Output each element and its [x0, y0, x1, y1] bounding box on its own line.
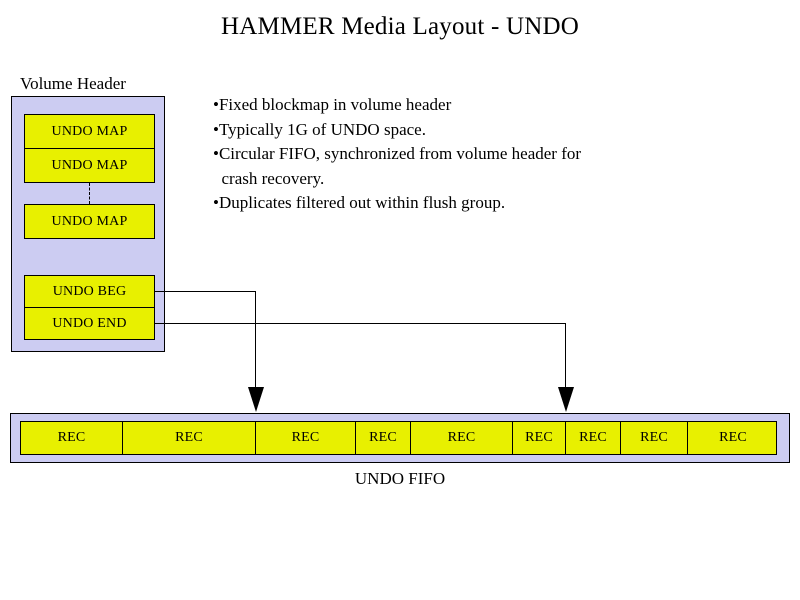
fifo-record-cell: REC: [21, 422, 123, 454]
undo-beg-block: UNDO BEG: [24, 275, 155, 308]
undo-end-arrow-icon: [558, 387, 574, 412]
notes-bullet-3: •Circular FIFO, synchronized from volume…: [213, 144, 582, 163]
page-title: HAMMER Media Layout - UNDO: [221, 13, 579, 40]
notes-bullet-1: •Fixed blockmap in volume header: [213, 95, 452, 114]
fifo-record-cell: REC: [566, 422, 621, 454]
fifo-record-cell: REC: [411, 422, 513, 454]
undo-fifo-label: UNDO FIFO: [354, 469, 446, 488]
fifo-record-cell: REC: [256, 422, 356, 454]
volume-header-label: Volume Header: [20, 74, 126, 93]
notes-bullet-5: •Duplicates filtered out within flush gr…: [213, 193, 506, 212]
undo-beg-connector-vertical: [255, 291, 256, 387]
notes-bullet-2: •Typically 1G of UNDO space.: [213, 119, 426, 139]
undo-map-block-2: UNDO MAP: [24, 148, 155, 183]
notes-bullet-list: •Fixed blockmap in volume header •Typical…: [213, 93, 713, 216]
undo-end-connector-horizontal: [155, 323, 566, 324]
fifo-record-cell: REC: [123, 422, 256, 454]
undo-end-block: UNDO END: [24, 307, 155, 340]
fifo-record-cell: REC: [719, 430, 747, 445]
fifo-record-cell: REC: [621, 422, 688, 454]
undo-beg-connector-horizontal: [155, 291, 256, 292]
undo-map-block-1: UNDO MAP: [24, 114, 155, 149]
notes-bullet-4: crash recovery.: [213, 168, 325, 188]
undo-end-connector-vertical: [565, 323, 566, 387]
dotted-continuation-line: [89, 183, 90, 204]
fifo-record-cell: REC: [356, 422, 411, 454]
fifo-record-cell: REC: [513, 422, 566, 454]
undo-map-block-3: UNDO MAP: [24, 204, 155, 239]
undo-beg-arrow-icon: [248, 387, 264, 412]
